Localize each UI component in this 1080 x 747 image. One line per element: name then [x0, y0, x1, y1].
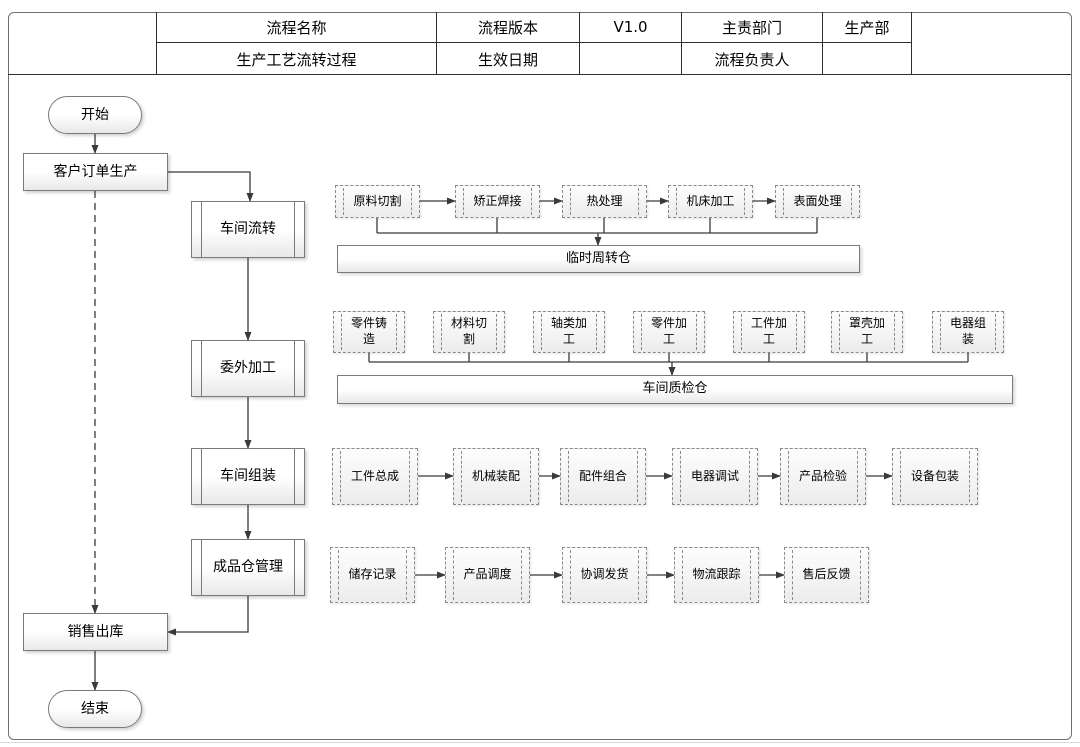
header-cell-blank-left	[8, 12, 157, 75]
header-cell-blank-right	[912, 12, 1070, 75]
node-parts-casting[interactable]: 零件铸 造	[333, 311, 405, 353]
header-cell-department-label: 主责部门	[682, 12, 823, 43]
node-coordinate-delivery[interactable]: 协调发货	[562, 547, 647, 603]
header-cell-owner-label: 流程负责人	[682, 43, 823, 75]
edge-finished-to-sales	[167, 596, 249, 636]
node-label-workpiece-processing: 工件加 工	[750, 316, 787, 346]
node-machine-tool-processing[interactable]: 机床加工	[668, 185, 753, 218]
node-electrical-debugging[interactable]: 电器调试	[672, 448, 758, 505]
node-label-start: 开始	[81, 106, 109, 123]
header-cell-version-value: V1.0	[580, 12, 682, 43]
node-label-equipment-packaging: 设备包装	[910, 468, 959, 483]
node-label-shaft-processing: 轴类加 工	[550, 316, 587, 346]
header-cell-department-value: 生产部	[823, 12, 912, 43]
header-cell-effective-date-label: 生效日期	[437, 43, 580, 75]
node-surface-treatment[interactable]: 表面处理	[775, 185, 860, 218]
node-workshop-transfer[interactable]: 车间流转	[191, 201, 305, 258]
header-cell-effective-date-value	[580, 43, 682, 75]
node-label-customer-order-production: 客户订单生产	[53, 163, 138, 180]
node-label-parts-casting: 零件铸 造	[350, 316, 387, 346]
node-shaft-processing[interactable]: 轴类加 工	[533, 311, 605, 353]
node-label-after-sales-feedback: 售后反馈	[802, 567, 851, 582]
node-straightening-welding[interactable]: 矫正焊接	[455, 185, 540, 218]
node-label-product-scheduling: 产品调度	[463, 567, 512, 582]
node-parts-processing[interactable]: 零件加 工	[633, 311, 705, 353]
node-label-electrical-assembly: 电器组 装	[949, 316, 986, 346]
node-workshop-assembly[interactable]: 车间组装	[191, 448, 305, 505]
node-label-storage-record: 储存记录	[348, 567, 397, 582]
node-equipment-packaging[interactable]: 设备包装	[892, 448, 978, 505]
header-cell-owner-value	[823, 43, 912, 75]
node-label-straightening-welding: 矫正焊接	[473, 193, 522, 208]
node-after-sales-feedback[interactable]: 售后反馈	[784, 547, 869, 603]
node-label-sales-outbound: 销售出库	[67, 623, 124, 640]
node-label-end: 结束	[81, 700, 109, 717]
node-label-product-inspection: 产品检验	[798, 468, 847, 483]
header-cell-version-label: 流程版本	[437, 12, 580, 43]
node-start[interactable]: 开始	[48, 96, 142, 134]
edge-order-to-workshop-transfer	[168, 171, 254, 202]
node-workshop-qc-warehouse[interactable]: 车间质检仓	[337, 375, 1013, 404]
node-label-casing-processing: 罩壳加 工	[848, 316, 885, 346]
node-workpiece-processing[interactable]: 工件加 工	[733, 311, 805, 353]
node-label-parts-processing: 零件加 工	[650, 316, 687, 346]
node-product-inspection[interactable]: 产品检验	[780, 448, 866, 505]
node-end[interactable]: 结束	[48, 690, 142, 728]
node-label-machine-tool-processing: 机床加工	[686, 193, 735, 208]
node-label-workshop-transfer: 车间流转	[220, 221, 276, 238]
bottom-shadow-line	[0, 742, 1080, 743]
node-temp-transfer-warehouse[interactable]: 临时周转仓	[337, 245, 860, 273]
node-label-temp-transfer-warehouse: 临时周转仓	[565, 250, 631, 266]
header-cell-process-name-label: 流程名称	[157, 12, 437, 43]
node-label-surface-treatment: 表面处理	[793, 193, 842, 208]
node-logistics-tracking[interactable]: 物流跟踪	[674, 547, 759, 603]
node-label-raw-material-cutting: 原料切割	[353, 193, 402, 208]
node-customer-order-production[interactable]: 客户订单生产	[23, 153, 168, 191]
header-table-bottom-rule	[8, 73, 1071, 75]
node-product-scheduling[interactable]: 产品调度	[445, 547, 530, 603]
node-label-workpiece-assembly: 工件总成	[350, 468, 399, 483]
node-label-electrical-debugging: 电器调试	[690, 468, 739, 483]
header-cell-process-name-value: 生产工艺流转过程	[157, 43, 437, 75]
node-label-mechanical-assembly: 机械装配	[471, 468, 520, 483]
node-material-cutting[interactable]: 材料切 割	[433, 311, 505, 353]
node-label-finished-goods-warehouse: 成品仓管理	[213, 559, 283, 576]
node-label-outsourced-processing: 委外加工	[220, 360, 276, 377]
node-mechanical-assembly[interactable]: 机械装配	[453, 448, 539, 505]
node-accessories-combination[interactable]: 配件组合	[560, 448, 646, 505]
node-raw-material-cutting[interactable]: 原料切割	[335, 185, 420, 218]
node-label-workshop-assembly: 车间组装	[220, 468, 276, 485]
node-electrical-assembly[interactable]: 电器组 装	[932, 311, 1004, 353]
node-label-heat-treatment: 热处理	[586, 193, 623, 208]
node-heat-treatment[interactable]: 热处理	[562, 185, 647, 218]
node-casing-processing[interactable]: 罩壳加 工	[831, 311, 903, 353]
node-workpiece-assembly[interactable]: 工件总成	[332, 448, 418, 505]
node-label-workshop-qc-warehouse: 车间质检仓	[642, 381, 708, 397]
node-label-accessories-combination: 配件组合	[578, 468, 627, 483]
node-label-material-cutting: 材料切 割	[450, 316, 487, 346]
node-label-logistics-tracking: 物流跟踪	[692, 567, 741, 582]
node-storage-record[interactable]: 储存记录	[330, 547, 415, 603]
node-label-coordinate-delivery: 协调发货	[580, 567, 629, 582]
node-sales-outbound[interactable]: 销售出库	[23, 613, 168, 651]
node-finished-goods-warehouse[interactable]: 成品仓管理	[191, 539, 305, 596]
node-outsourced-processing[interactable]: 委外加工	[191, 340, 305, 397]
